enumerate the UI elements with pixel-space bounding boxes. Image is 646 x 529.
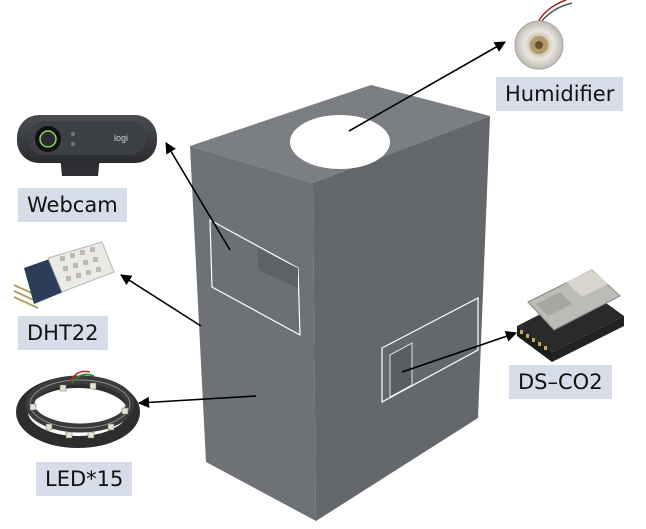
label-led: LED*15 — [36, 462, 133, 496]
co2-window-inset — [389, 342, 413, 398]
dht22-icon — [13, 241, 115, 309]
humidifier-opening — [290, 115, 390, 169]
webcam-window-inset — [258, 249, 298, 288]
arrow-dht22 — [120, 274, 202, 327]
label-webcam: Webcam — [18, 188, 127, 222]
box-right-face — [313, 116, 490, 521]
label-co2: DS–CO2 — [509, 365, 612, 399]
co2-sensor-icon — [517, 269, 624, 362]
label-dht22: DHT22 — [18, 316, 108, 350]
webcam-icon: logi — [17, 115, 157, 176]
arrow-led — [137, 395, 257, 408]
arrow-co2 — [401, 330, 518, 373]
webcam-window — [209, 218, 301, 337]
webcam-logo: logi — [114, 133, 128, 143]
arrows — [120, 41, 518, 408]
arrow-humidifier — [348, 41, 506, 132]
humidifier-icon — [514, 0, 573, 70]
enclosure-box — [190, 85, 490, 521]
label-humidifier: Humidifier — [496, 77, 624, 111]
arrow-webcam — [165, 142, 231, 251]
led-strip-icon — [16, 370, 140, 448]
